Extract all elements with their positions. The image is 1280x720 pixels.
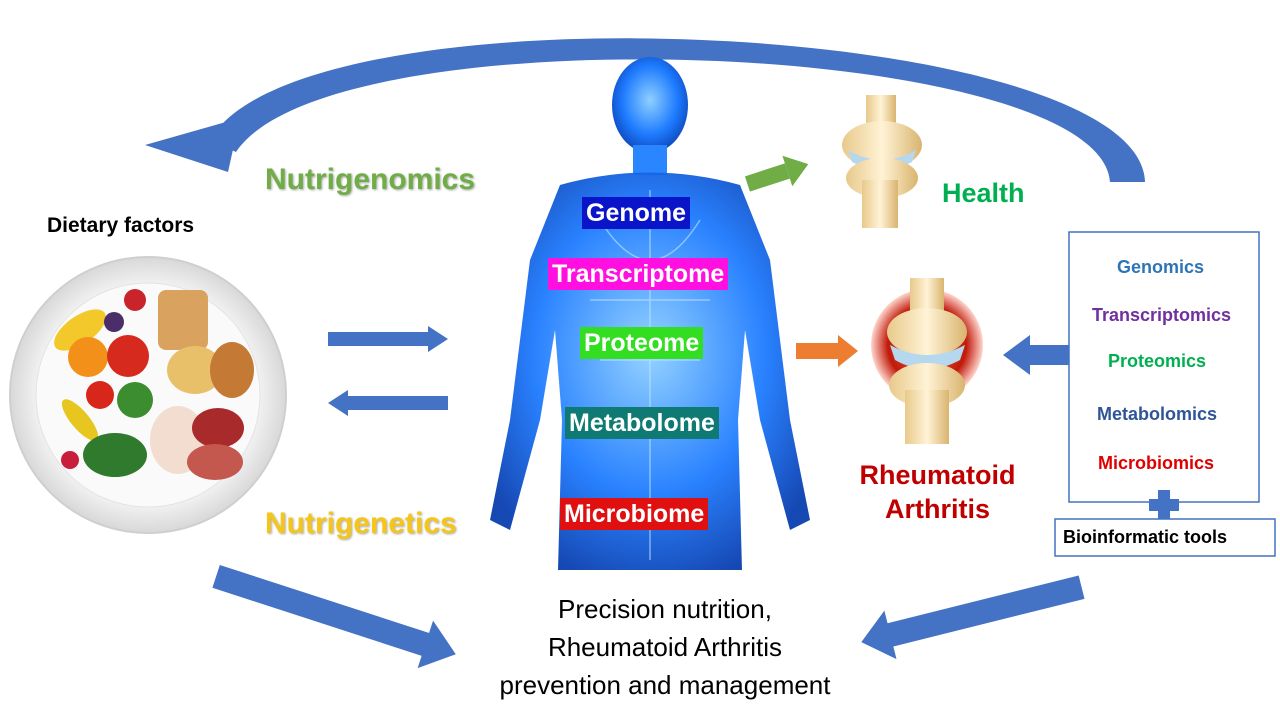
health-label: Health	[942, 178, 1025, 208]
omics-tools-box	[1068, 231, 1260, 503]
ra-label-line1: Rheumatoid	[859, 460, 1016, 490]
plus-icon	[1149, 490, 1179, 520]
metabolomics-label: Metabolomics	[1097, 404, 1218, 424]
bioinformatic-tools-label: Bioinformatic tools	[1063, 527, 1228, 547]
arthritic-knee-icon	[871, 278, 983, 444]
curved-feedback-arrow	[210, 38, 1145, 182]
microbiomics-label: Microbiomics	[1098, 453, 1215, 473]
ra-label: Rheumatoid Arthritis	[850, 458, 1025, 526]
outcome-text: Precision nutrition, Rheumatoid Arthriti…	[455, 590, 875, 704]
transcriptome-label: Transcriptome	[548, 258, 729, 290]
arrow-to-ra	[796, 335, 858, 367]
food-plate-icon	[9, 256, 287, 534]
healthy-knee-icon	[842, 95, 922, 228]
arrow-bottom-right	[861, 575, 1085, 660]
metabolome-label: Metabolome	[565, 407, 719, 439]
ra-label-line2: Arthritis	[884, 494, 990, 524]
dietary-factors-label: Dietary factors	[47, 214, 195, 237]
nutrigenomics-label: Nutrigenomics	[265, 163, 476, 196]
microbiome-label: Microbiome	[560, 498, 709, 530]
nutrigenetics-label: Nutrigenetics	[265, 507, 457, 540]
curved-arrow-head	[145, 118, 240, 172]
human-body-icon	[490, 57, 810, 570]
genome-label: Genome	[582, 197, 691, 229]
arrow-to-health	[744, 155, 809, 192]
genomics-label: Genomics	[1117, 257, 1205, 277]
bioinformatic-tools-box	[1054, 518, 1276, 557]
arrow-bottom-left	[212, 564, 456, 669]
outcome-line1: Precision nutrition,	[558, 594, 772, 624]
proteomics-label: Proteomics	[1108, 351, 1207, 371]
outcome-line3: prevention and management	[499, 670, 831, 700]
arrow-left-to-plate	[328, 390, 448, 416]
transcriptomics-label: Transcriptomics	[1092, 305, 1232, 325]
arrow-right-to-body	[328, 326, 448, 352]
proteome-label: Proteome	[580, 327, 704, 359]
outcome-line2: Rheumatoid Arthritis	[547, 632, 783, 662]
